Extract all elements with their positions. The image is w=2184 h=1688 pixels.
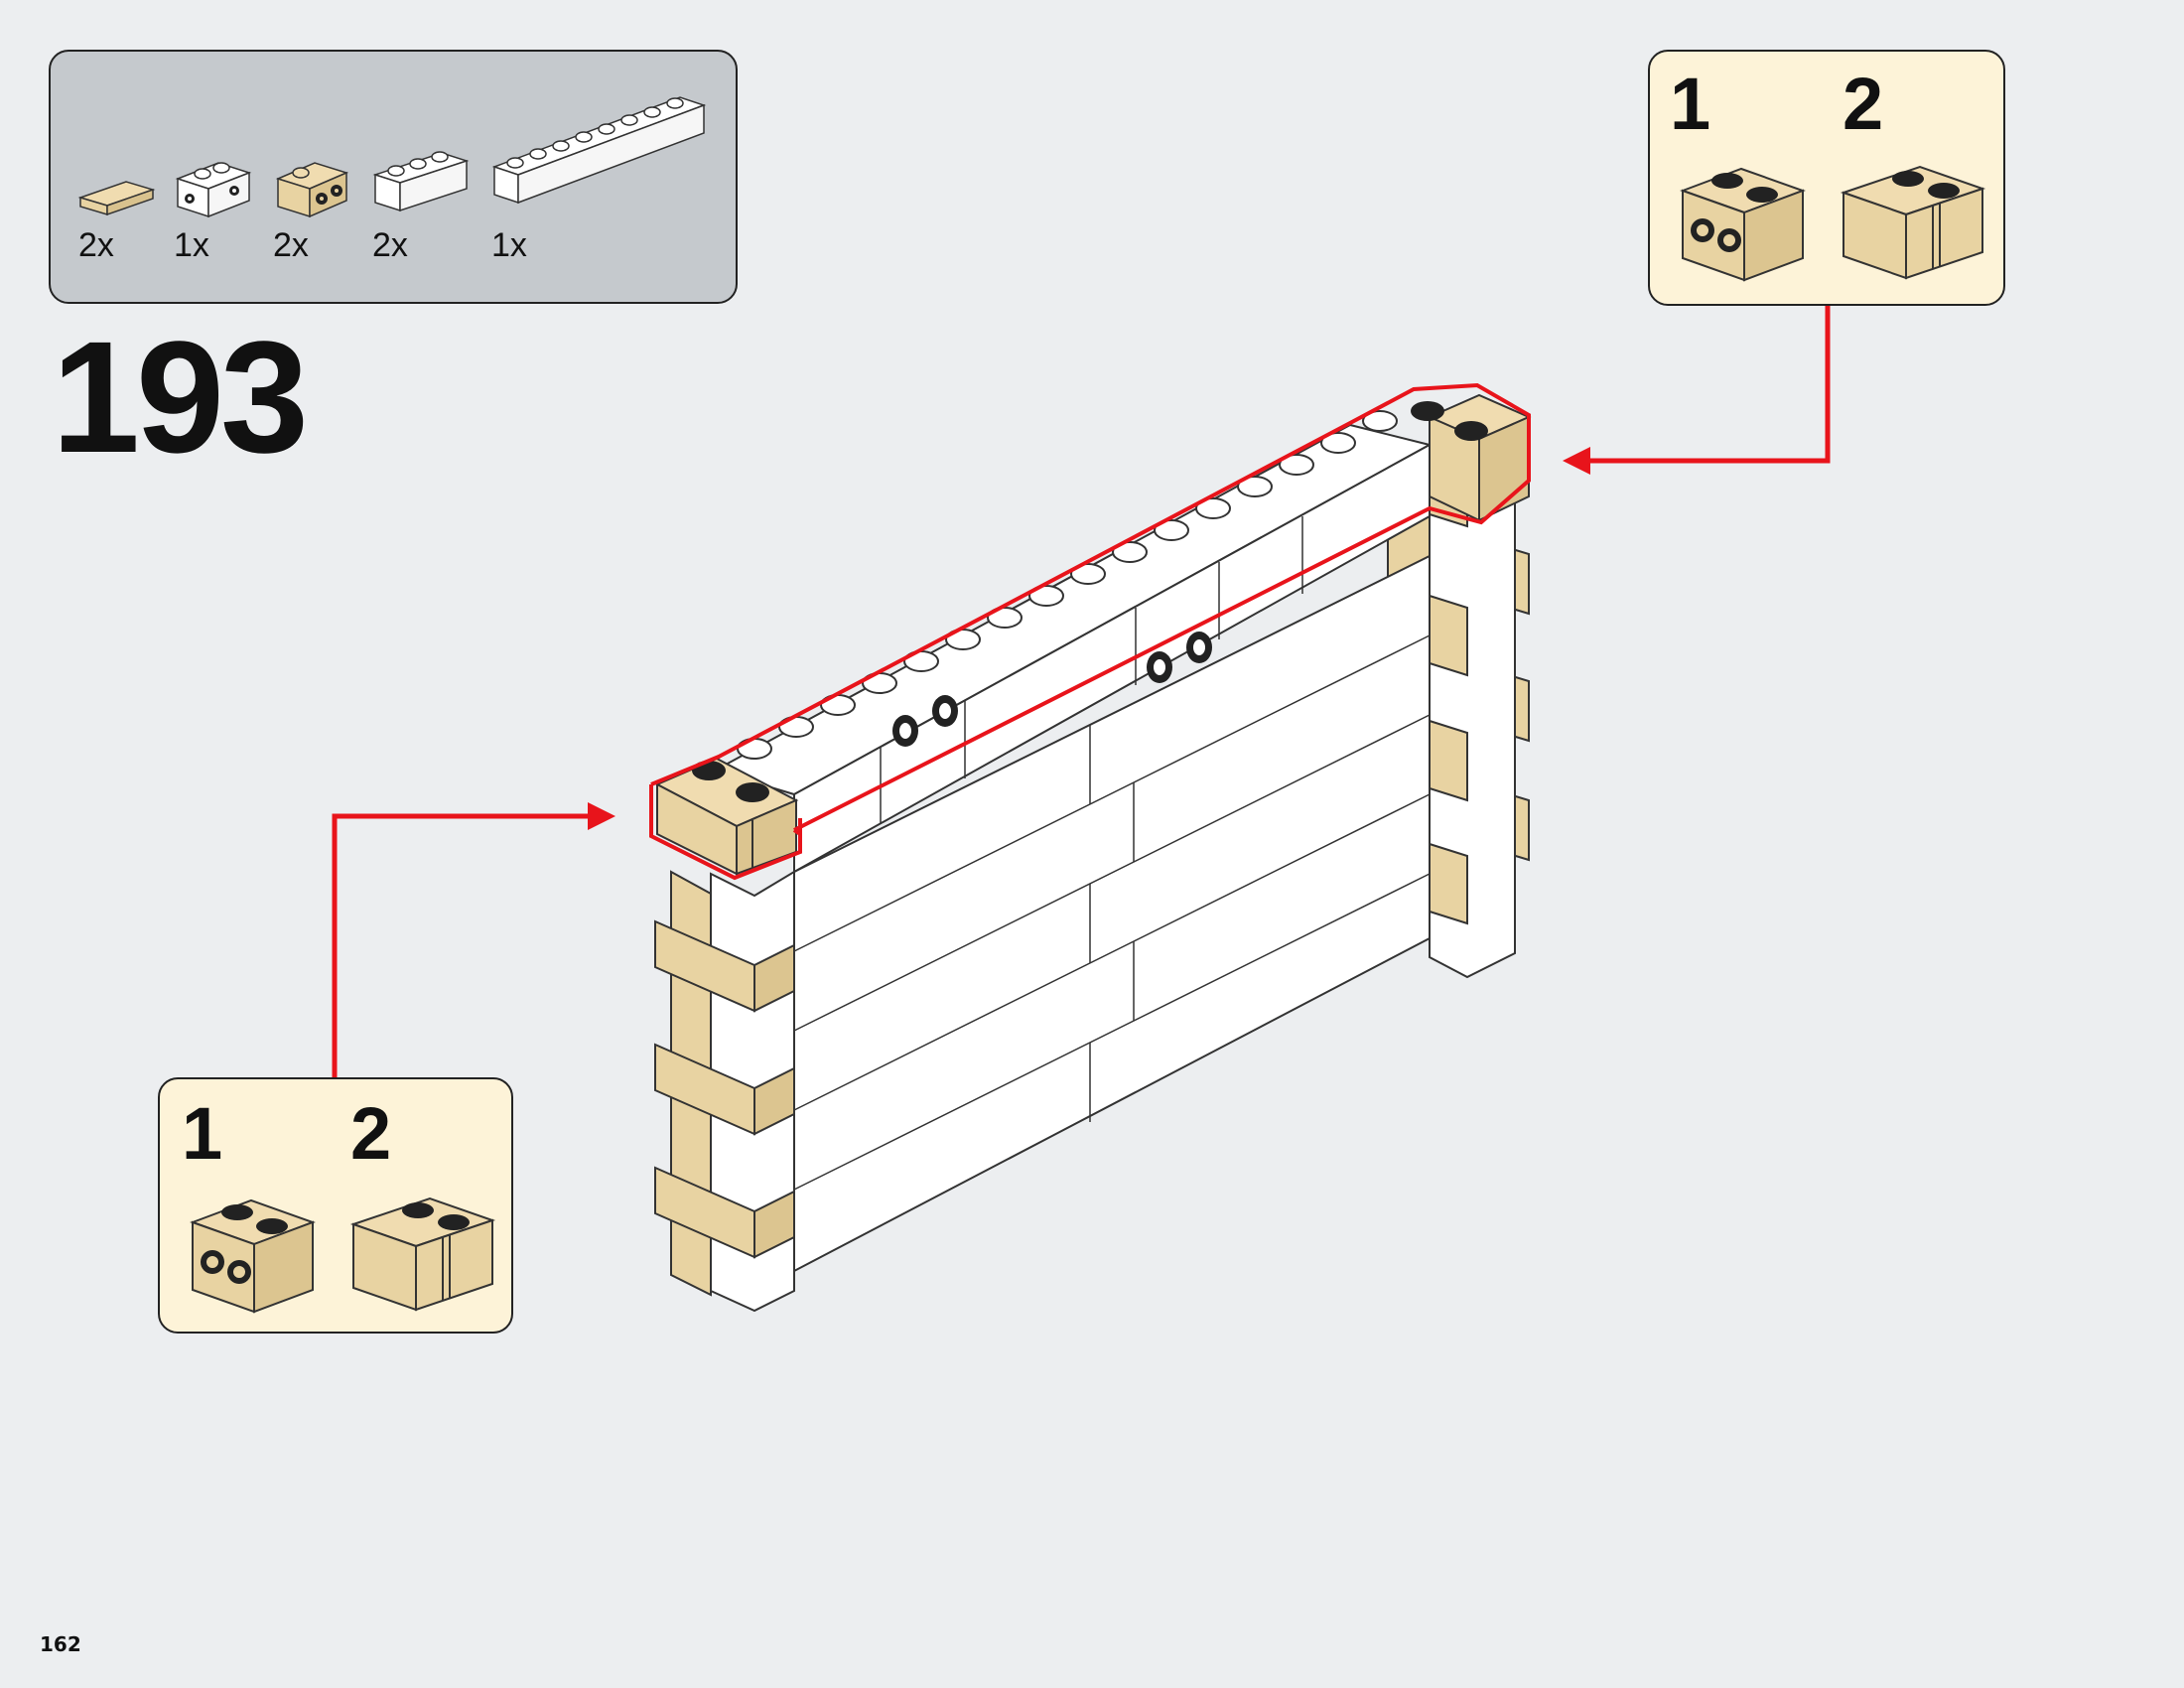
part-tan-brick-side-studs-icon [275, 162, 349, 218]
part-quantity: 2x [78, 226, 114, 264]
tan-bricks-assembled-icon [349, 1196, 496, 1312]
part-white-brick-1x8-icon [491, 96, 707, 205]
sub-assembly-callout-top-right: 1 2 [1648, 50, 2005, 306]
callout-step-1: 1 [182, 1092, 223, 1175]
part-quantity: 2x [372, 226, 408, 264]
tan-bricks-assembled-icon [1840, 165, 1986, 280]
part-quantity: 2x [273, 226, 309, 264]
callout-step-2: 2 [350, 1092, 392, 1175]
callout-step-1: 1 [1670, 63, 1711, 145]
sub-assembly-callout-bottom-left: 1 2 [158, 1077, 513, 1334]
part-quantity: 1x [491, 226, 527, 264]
callout-step-2: 2 [1843, 63, 1884, 145]
part-white-brick-1x3-icon [372, 151, 470, 212]
part-white-brick-side-studs-icon [175, 162, 252, 218]
tan-brick-side-studs-icon [1680, 167, 1806, 282]
parts-list-box: 2x 1x 2x 2x 1x [49, 50, 738, 304]
new-row-highlight [649, 382, 1531, 881]
part-tan-tile-icon [77, 181, 156, 216]
page-number: 162 [40, 1632, 81, 1656]
part-quantity: 1x [174, 226, 209, 264]
tan-brick-side-studs-icon [190, 1198, 316, 1314]
step-number: 193 [52, 308, 309, 486]
